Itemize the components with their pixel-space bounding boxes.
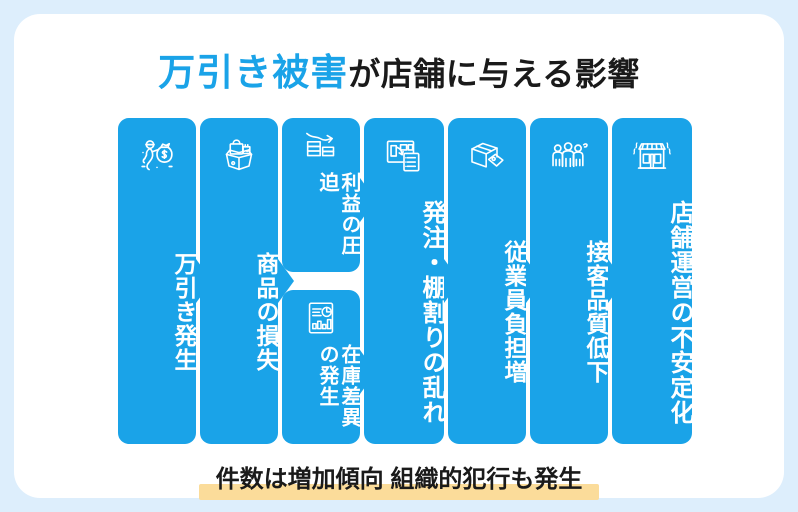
flow-card-step-3b[interactable]: 在庫差異の発生 xyxy=(282,290,360,444)
flow-card-step-3a[interactable]: 利益の圧迫 xyxy=(282,118,360,272)
flow-card-label: 発注・棚割りの乱れ xyxy=(418,199,444,425)
flow-card-step-7[interactable]: 店舗運営の不安定化 xyxy=(612,118,692,444)
flow-column-1: 万引き発生 xyxy=(118,118,196,444)
flow-column-3: 利益の圧迫 xyxy=(282,118,360,444)
flow-card-label: 万引き発生 xyxy=(171,252,196,372)
page-title-rest: が店舗に与える影響 xyxy=(348,56,640,92)
box-price-tag-icon xyxy=(448,132,526,180)
flow-card-step-6[interactable]: 接客品質低下 xyxy=(530,118,608,444)
white-panel: 万引き被害が店舗に与える影響 xyxy=(14,14,784,500)
flow-column-5: 従業員負担増 xyxy=(448,118,526,444)
shaking-storefront-icon xyxy=(612,132,692,180)
page-title-highlight: 万引き被害 xyxy=(158,52,349,93)
inventory-report-chart-icon xyxy=(282,298,360,338)
flow-card-step-4[interactable]: 発注・棚割りの乱れ xyxy=(364,118,444,444)
flow-column-6: 接客品質低下 xyxy=(530,118,608,444)
planogram-clipboard-icon xyxy=(364,132,444,180)
flow-card-step-2[interactable]: 商品の損失 xyxy=(200,118,278,444)
page-title: 万引き被害が店舗に与える影響 xyxy=(14,54,784,91)
flow-card-label: 在庫差異の発生 xyxy=(316,344,360,428)
flow-column-4: 発注・棚割りの乱れ xyxy=(364,118,444,444)
flow-diagram: 万引き発生 xyxy=(14,118,784,458)
open-box-goods-icon xyxy=(200,132,278,180)
flow-card-label: 商品の損失 xyxy=(253,252,278,372)
flow-card-step-5[interactable]: 従業員負担増 xyxy=(448,118,526,444)
flow-card-step-1[interactable]: 万引き発生 xyxy=(118,118,196,444)
footer-text: 件数は増加傾向 組織的犯行も発生 xyxy=(215,466,583,493)
flow-card-label: 従業員負担増 xyxy=(501,240,526,384)
thief-money-bag-icon xyxy=(118,132,196,180)
flow-column-2: 商品の損失 xyxy=(200,118,278,444)
declining-bars-arrow-icon xyxy=(282,126,360,166)
flow-column-7: 店舗運営の不安定化 xyxy=(612,118,692,444)
footer: 件数は増加傾向 組織的犯行も発生 xyxy=(14,466,784,510)
footer-highlight-bar xyxy=(199,484,599,500)
flow-card-label: 店舗運営の不安定化 xyxy=(666,199,692,425)
flow-card-label: 利益の圧迫 xyxy=(316,172,360,256)
three-people-icon xyxy=(530,132,608,180)
flow-card-label: 接客品質低下 xyxy=(583,240,608,384)
